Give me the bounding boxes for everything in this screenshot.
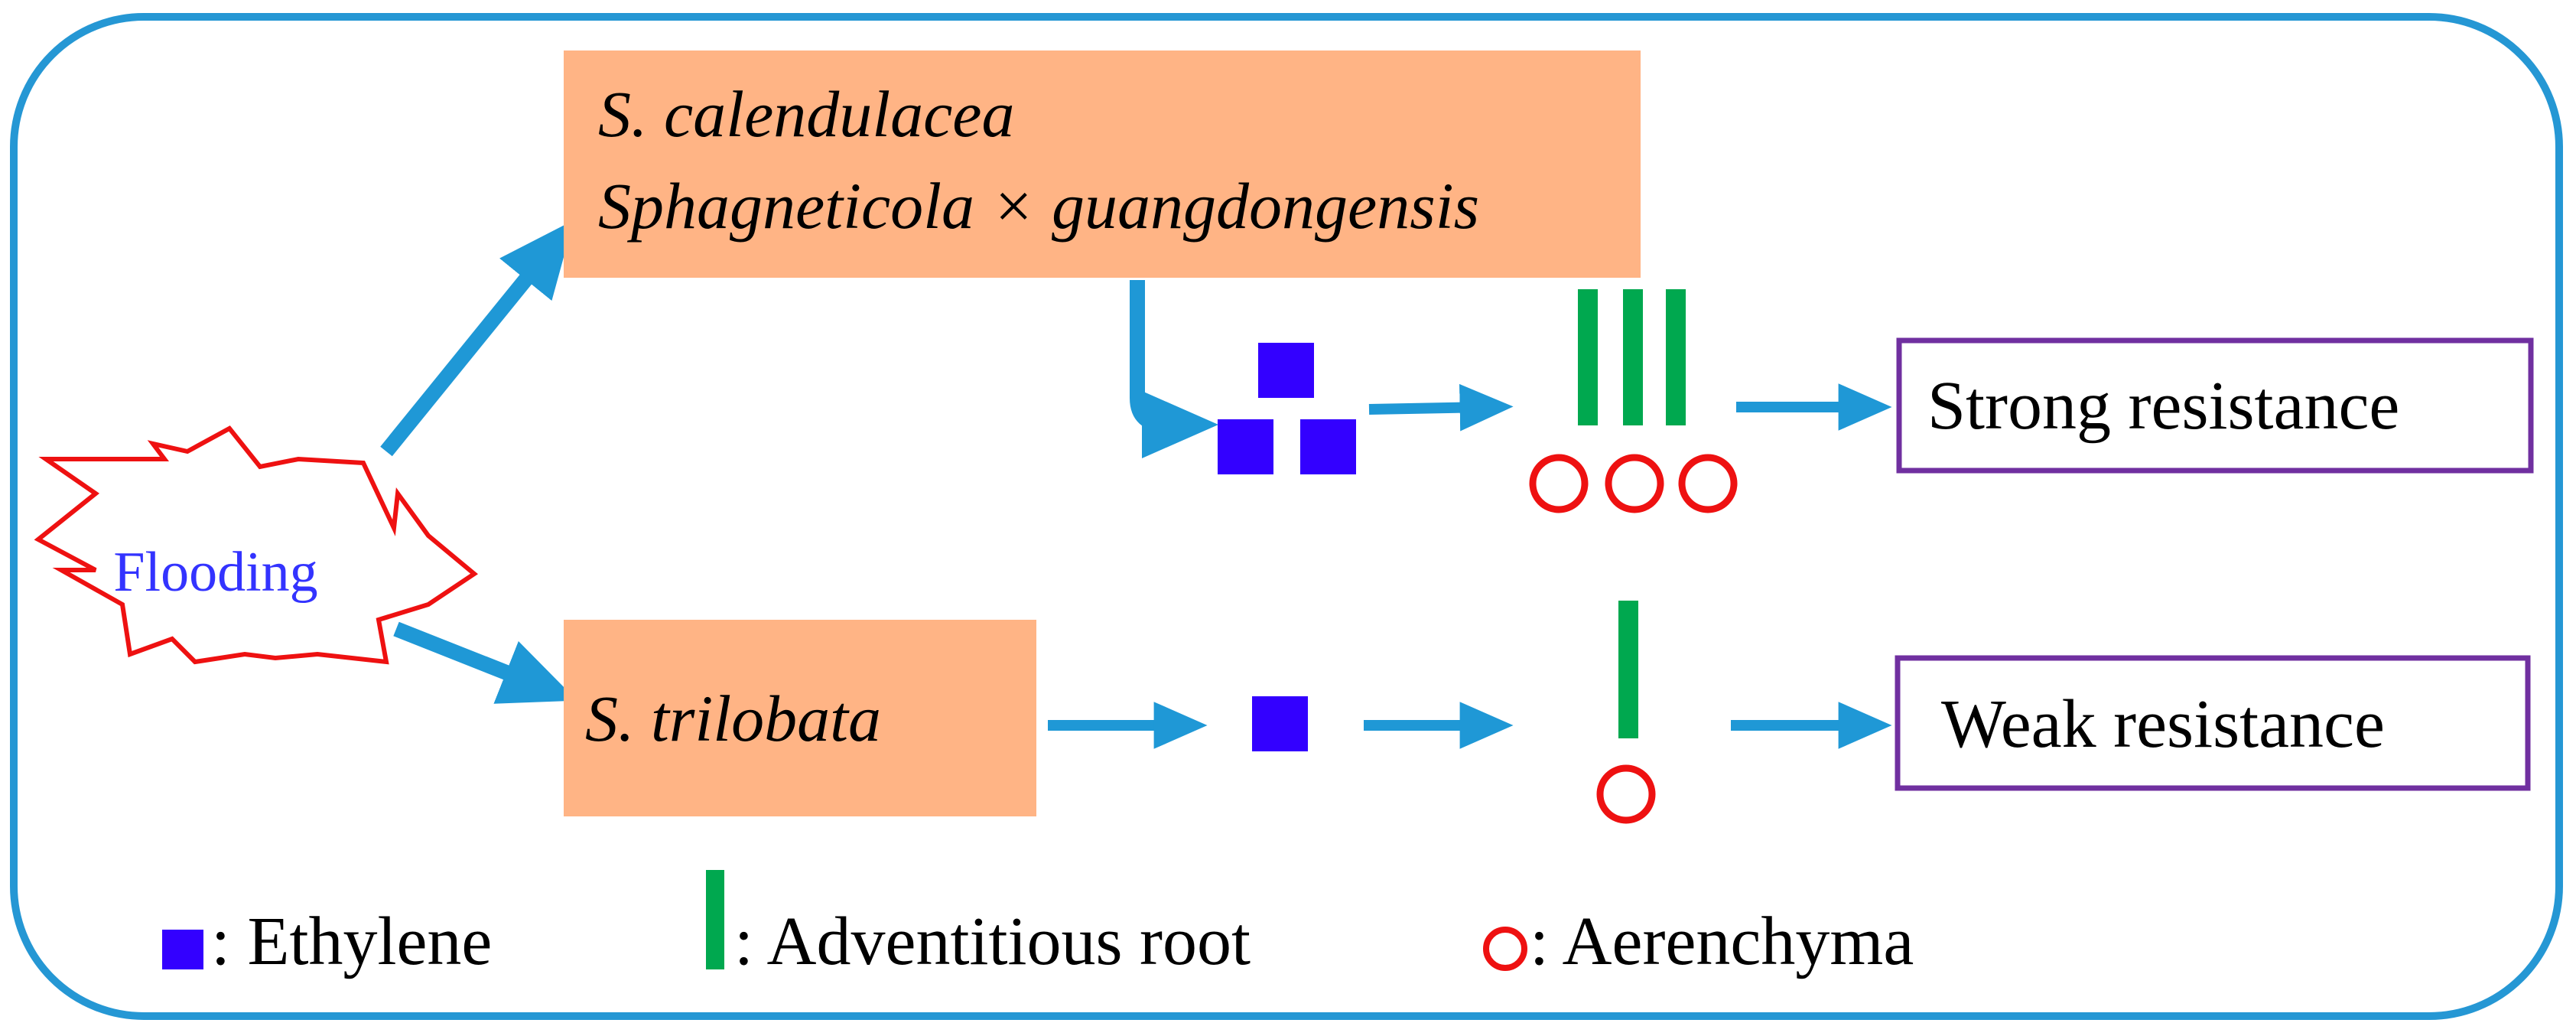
- strong-resistance-box: [1896, 337, 2534, 474]
- legend-adventitious-root-label: : Adventitious root: [734, 904, 1251, 979]
- arrow-top-to-ethylene: [1130, 280, 1219, 458]
- legend-aerenchyma-label: : Aerenchyma: [1530, 904, 1914, 979]
- arrow-flooding-to-top: [380, 220, 574, 457]
- species-top-line2: Sphagneticola × guangdongensis: [598, 169, 1479, 243]
- weak-resistance-box: [1895, 655, 2531, 791]
- ethylene-square: [1258, 343, 1314, 398]
- legend-aerenchyma-icon: [1483, 927, 1527, 971]
- aerenchyma-circle: [1678, 454, 1738, 513]
- legend-ethylene-label: : Ethylene: [211, 904, 492, 979]
- species-top-line1: S. calendulacea: [598, 77, 1014, 151]
- strong-resistance-label: Strong resistance: [1927, 368, 2399, 444]
- species-box-top: [564, 50, 1641, 278]
- aerenchyma-circle: [1605, 454, 1664, 513]
- weak-resistance-label: Weak resistance: [1941, 686, 2385, 762]
- arrow-ethylene-to-roots-top: [1368, 383, 1514, 432]
- ethylene-square: [1300, 419, 1356, 474]
- species-box-bottom: [564, 620, 1036, 816]
- aerenchyma-circle: [1529, 454, 1589, 513]
- ethylene-square: [1252, 696, 1308, 751]
- arrow-flooding-to-bottom: [393, 621, 577, 704]
- adventitious-root-bar: [1618, 601, 1638, 738]
- legend-adventitious-root-icon: [706, 870, 724, 969]
- adventitious-root-bar: [1578, 289, 1598, 425]
- aerenchyma-circle: [1596, 764, 1656, 824]
- species-bottom-label: S. trilobata: [585, 682, 881, 755]
- adventitious-root-bar: [1666, 289, 1686, 425]
- flooding-label: Flooding: [113, 541, 317, 604]
- ethylene-square: [1218, 419, 1273, 474]
- flooding-burst-icon: [34, 425, 479, 665]
- adventitious-root-bar: [1623, 289, 1643, 425]
- legend-ethylene-icon: [162, 930, 203, 969]
